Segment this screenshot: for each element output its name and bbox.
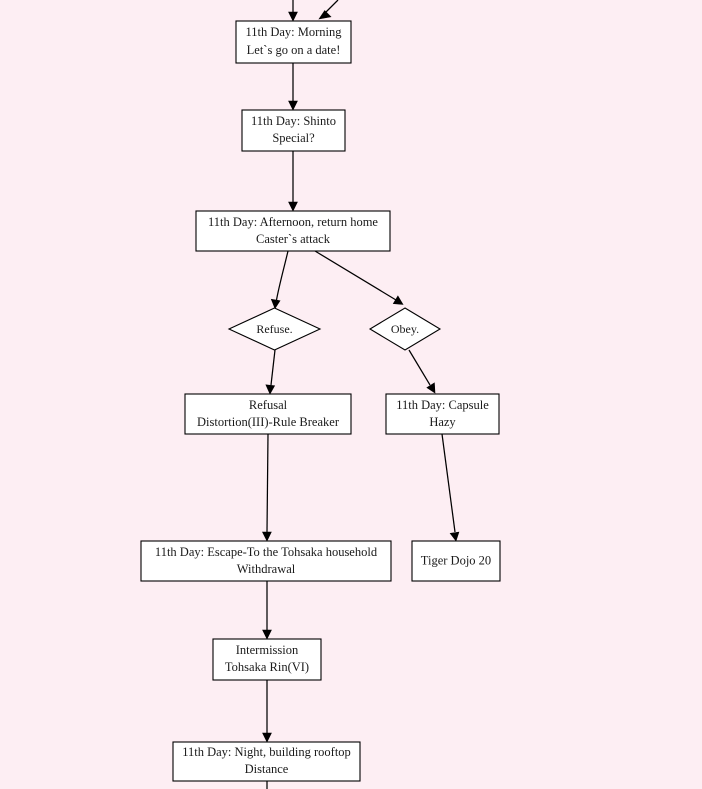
node-intermission[interactable]: Intermission Tohsaka Rin(VI)	[212, 638, 322, 681]
node-refuse[interactable]: Refuse.	[227, 307, 322, 351]
node-morning[interactable]: 11th Day: Morning Let`s go on a date!	[235, 20, 352, 64]
node-morning-line-0: 11th Day: Morning	[245, 25, 342, 39]
edge-afternoon-refuse	[270, 250, 289, 310]
node-morning-line-1: Let`s go on a date!	[247, 43, 341, 57]
edge-capsule-tigerdojo	[441, 433, 460, 542]
node-shinto-line-0: 11th Day: Shinto	[251, 114, 336, 128]
edge-morning-shinto	[288, 63, 298, 111]
node-night[interactable]: 11th Day: Night, building rooftop Distan…	[172, 741, 361, 782]
node-obey[interactable]: Obey.	[368, 307, 442, 351]
node-tigerdojo-label: Tiger Dojo 20	[421, 553, 491, 567]
node-escape[interactable]: 11th Day: Escape-To the Tohsaka househol…	[140, 540, 392, 582]
edge-intermission-night	[262, 680, 272, 743]
node-intermission-line-1: Tohsaka Rin(VI)	[225, 660, 309, 674]
edge-escape-intermission	[262, 581, 272, 640]
node-refusal-line-0: Refusal	[249, 398, 288, 412]
node-layer: 11th Day: Morning Let`s go on a date! 11…	[140, 20, 501, 782]
edge-layer	[262, 0, 460, 789]
node-afternoon-line-0: 11th Day: Afternoon, return home	[208, 215, 378, 229]
node-afternoon[interactable]: 11th Day: Afternoon, return home Caster`…	[195, 210, 391, 252]
edge-refusal-escape	[262, 433, 272, 542]
node-capsule-line-1: Hazy	[429, 415, 456, 429]
node-refusal-line-1: Distortion(III)-Rule Breaker	[197, 415, 340, 429]
node-refusal[interactable]: Refusal Distortion(III)-Rule Breaker	[184, 393, 352, 435]
node-shinto-line-1: Special?	[272, 131, 315, 145]
node-night-line-1: Distance	[245, 762, 289, 776]
node-capsule[interactable]: 11th Day: Capsule Hazy	[385, 393, 500, 435]
edge-refuse-refusal	[265, 349, 276, 395]
node-intermission-line-0: Intermission	[236, 643, 299, 657]
edge-incoming-left	[288, 0, 298, 22]
node-tigerdojo[interactable]: Tiger Dojo 20	[411, 540, 501, 582]
node-shinto[interactable]: 11th Day: Shinto Special?	[241, 109, 346, 152]
edge-afternoon-obey	[314, 250, 404, 305]
node-capsule-line-0: 11th Day: Capsule	[396, 398, 489, 412]
node-obey-label: Obey.	[391, 322, 419, 336]
edge-incoming-right	[318, 0, 339, 20]
node-refuse-label: Refuse.	[256, 322, 292, 336]
node-afternoon-line-1: Caster`s attack	[256, 232, 331, 246]
node-escape-line-1: Withdrawal	[237, 562, 296, 576]
edge-obey-capsule	[408, 349, 436, 394]
edge-shinto-afternoon	[288, 151, 298, 212]
node-night-line-0: 11th Day: Night, building rooftop	[182, 745, 351, 759]
node-escape-line-0: 11th Day: Escape-To the Tohsaka househol…	[155, 545, 378, 559]
